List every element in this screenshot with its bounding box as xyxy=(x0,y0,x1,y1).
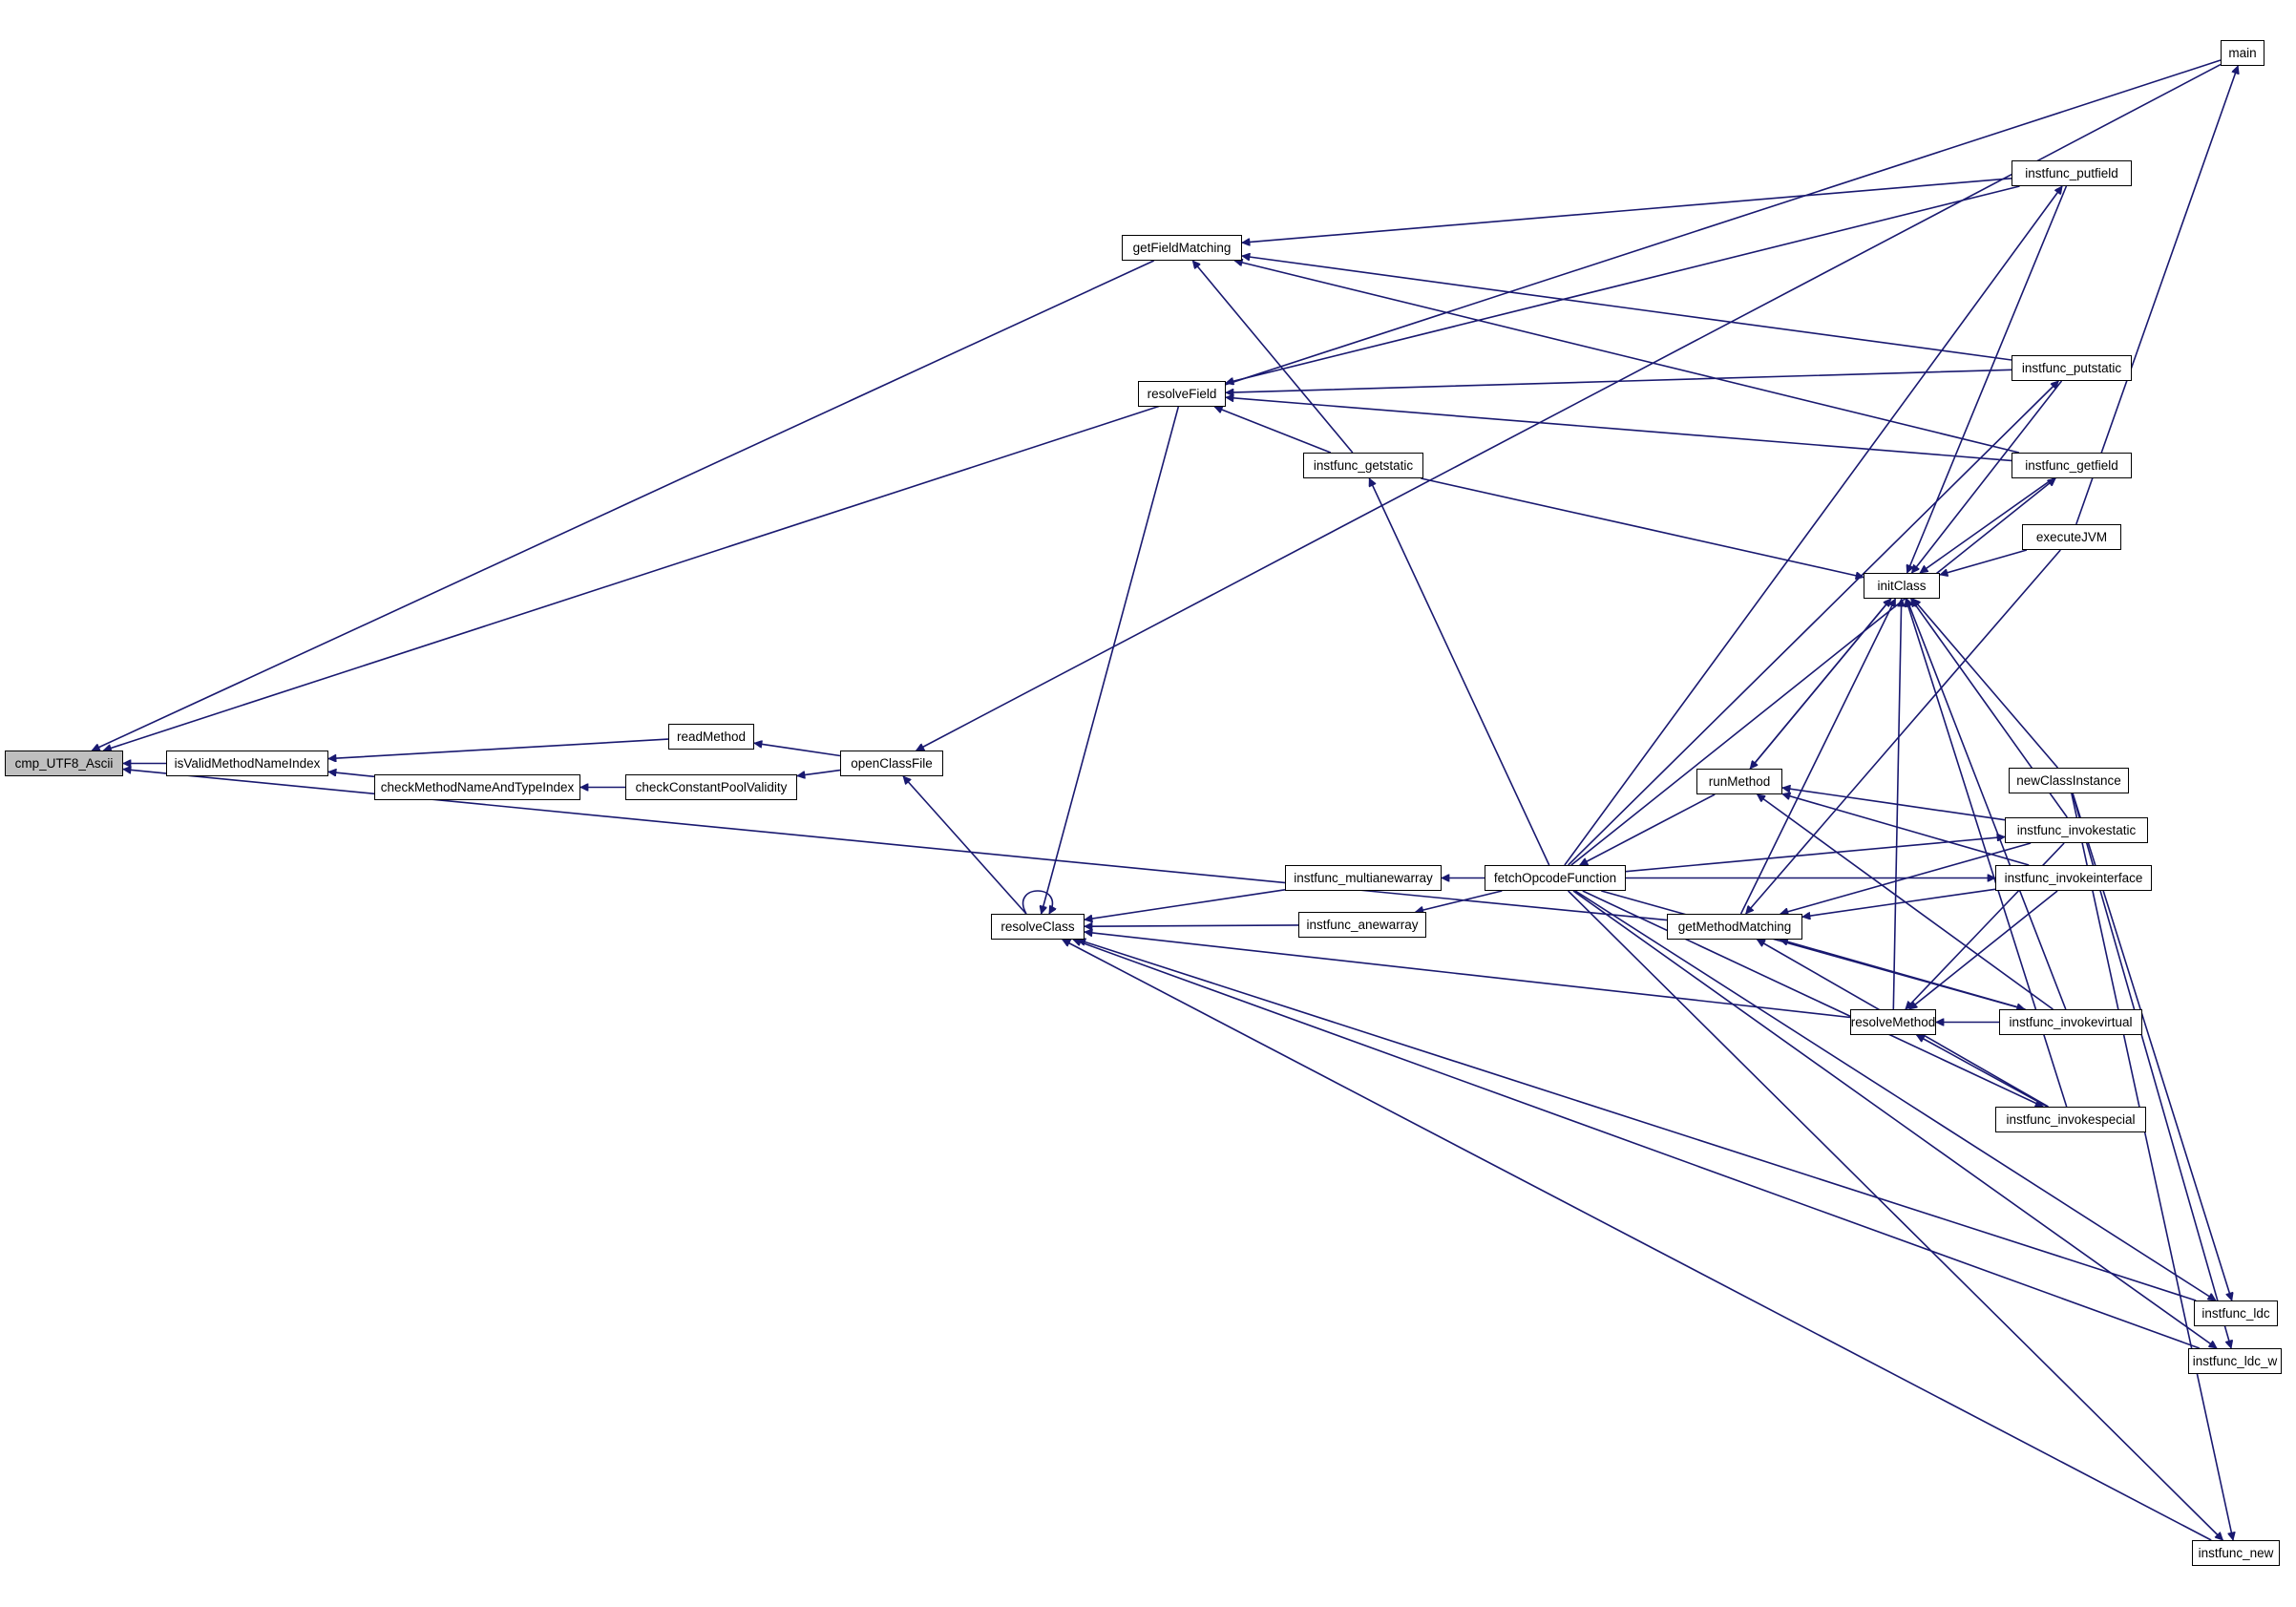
edge-fof-to-igs xyxy=(1368,478,1550,866)
edge-layer xyxy=(92,59,2238,1541)
edge-nci-to-inew xyxy=(2071,793,2233,1540)
node-instfunc-invokevirtual[interactable]: instfunc_invokevirtual xyxy=(1999,1009,2142,1035)
edge-iis-to-rm xyxy=(1782,788,2006,821)
node-getfieldmatching[interactable]: getFieldMatching xyxy=(1122,235,1242,261)
node-instfunc-ldc-w[interactable]: instfunc_ldc_w xyxy=(2188,1348,2282,1374)
edge-iii-to-gmm xyxy=(1802,888,1996,917)
edge-ildc-to-rc xyxy=(1078,940,2197,1301)
edge-ildcw-to-rc xyxy=(1073,940,2201,1349)
node-cmp-utf8-ascii: cmp_UTF8_Ascii xyxy=(5,751,123,776)
edge-igf-to-gfm xyxy=(1234,261,2019,454)
edge-cmnt-to-isv xyxy=(328,772,375,778)
node-checkconstantpoolvalidity[interactable]: checkConstantPoolValidity xyxy=(625,774,797,800)
edge-iiv-to-ic xyxy=(1906,599,2067,1010)
edge-gmm-to-ic xyxy=(1739,599,1897,915)
edge-rf-to-rc xyxy=(1042,406,1180,914)
edge-iiv-to-gmm xyxy=(1780,940,2026,1010)
edge-readm-to-isv xyxy=(328,738,669,759)
edge-ic-to-rm xyxy=(1749,598,1892,769)
edge-fof-to-ildc xyxy=(1574,890,2216,1301)
node-getmethodmatching[interactable]: getMethodMatching xyxy=(1667,914,1802,940)
edge-iis-to-gmm xyxy=(1780,842,2032,914)
edge-rc-to-rc xyxy=(1022,890,1053,914)
edge-ejvm-to-ic xyxy=(1940,549,2028,575)
node-instfunc-new[interactable]: instfunc_new xyxy=(2192,1540,2280,1566)
edge-ips-to-ic xyxy=(1910,380,2063,573)
node-fetchopcodefunction[interactable]: fetchOpcodeFunction xyxy=(1485,865,1626,891)
edge-igf-to-ic xyxy=(1920,477,2054,574)
edge-iis-to-rsm xyxy=(1906,842,2065,1009)
node-instfunc-putstatic[interactable]: instfunc_putstatic xyxy=(2012,355,2132,381)
node-resolvefield[interactable]: resolveField xyxy=(1138,381,1226,407)
edge-iaa-to-rc xyxy=(1085,925,1299,926)
edge-ips-to-gfm xyxy=(1242,256,2012,361)
node-instfunc-invokespecial[interactable]: instfunc_invokespecial xyxy=(1995,1107,2146,1132)
edge-gmm-to-cmp xyxy=(123,770,1668,921)
edge-fof-to-ildcw xyxy=(1572,890,2217,1349)
edge-ocf-to-ccpv xyxy=(797,769,841,776)
node-readmethod[interactable]: readMethod xyxy=(668,724,754,750)
edge-ipf-to-rf xyxy=(1226,185,2020,383)
edge-fof-to-iisp xyxy=(1582,890,2043,1108)
node-resolveclass[interactable]: resolveClass xyxy=(991,914,1085,940)
edge-fof-to-inew xyxy=(1568,890,2223,1540)
edge-fof-to-igf xyxy=(1570,477,2055,866)
node-instfunc-putfield[interactable]: instfunc_putfield xyxy=(2012,160,2132,186)
node-instfunc-ldc[interactable]: instfunc_ldc xyxy=(2194,1300,2278,1326)
node-instfunc-invokeinterface[interactable]: instfunc_invokeinterface xyxy=(1995,865,2152,891)
node-instfunc-invokestatic[interactable]: instfunc_invokestatic xyxy=(2005,817,2148,843)
node-instfunc-anewarray[interactable]: instfunc_anewarray xyxy=(1298,912,1426,938)
node-isvalidmethodnameindex[interactable]: isValidMethodNameIndex xyxy=(166,751,328,776)
node-main[interactable]: main xyxy=(2221,40,2264,66)
edge-nci-to-ic xyxy=(1911,599,2059,769)
edge-rm-to-fof xyxy=(1580,793,1716,866)
edge-fof-to-ipf xyxy=(1564,186,2063,866)
edge-rc-to-ocf xyxy=(903,776,1027,915)
node-openclassfile[interactable]: openClassFile xyxy=(840,751,943,776)
edge-fof-to-iis xyxy=(1625,836,2005,873)
node-resolvemethod[interactable]: resolveMethod xyxy=(1850,1009,1936,1035)
node-instfunc-getstatic[interactable]: instfunc_getstatic xyxy=(1303,453,1423,478)
edge-igs-to-gfm xyxy=(1191,261,1354,454)
edge-fof-to-iaa xyxy=(1416,890,1503,912)
edge-ejvm-to-gmm xyxy=(1745,549,2061,914)
node-newclassinstance[interactable]: newClassInstance xyxy=(2009,768,2129,793)
node-runmethod[interactable]: runMethod xyxy=(1696,769,1782,794)
edge-ocf-to-readm xyxy=(754,743,841,757)
node-instfunc-getfield[interactable]: instfunc_getfield xyxy=(2012,453,2132,478)
node-executejvm[interactable]: executeJVM xyxy=(2022,524,2121,550)
edge-igs-to-rf xyxy=(1214,407,1332,454)
edge-ipf-to-gfm xyxy=(1242,178,2012,243)
edge-ipf-to-ic xyxy=(1907,185,2068,573)
edge-rsm-to-rc xyxy=(1085,932,1851,1019)
edge-iii-to-rsm xyxy=(1909,890,2058,1010)
edge-gfm-to-cmp xyxy=(92,260,1155,751)
edge-inew-to-rc xyxy=(1063,939,2212,1541)
edge-igs-to-ic xyxy=(1421,477,1864,578)
edge-fof-to-ips xyxy=(1568,381,2059,866)
edge-ima-to-rc xyxy=(1085,889,1286,920)
node-checkmethodnameandtypeindex[interactable]: checkMethodNameAndTypeIndex xyxy=(374,774,580,800)
edge-ips-to-rf xyxy=(1226,369,2012,392)
node-instfunc-multianewarray[interactable]: instfunc_multianewarray xyxy=(1285,865,1442,891)
node-initclass[interactable]: initClass xyxy=(1864,573,1940,599)
edge-igf-to-rf xyxy=(1226,397,2012,462)
edge-iisp-to-rsm xyxy=(1917,1034,2048,1108)
edge-iii-to-rm xyxy=(1782,794,2030,866)
